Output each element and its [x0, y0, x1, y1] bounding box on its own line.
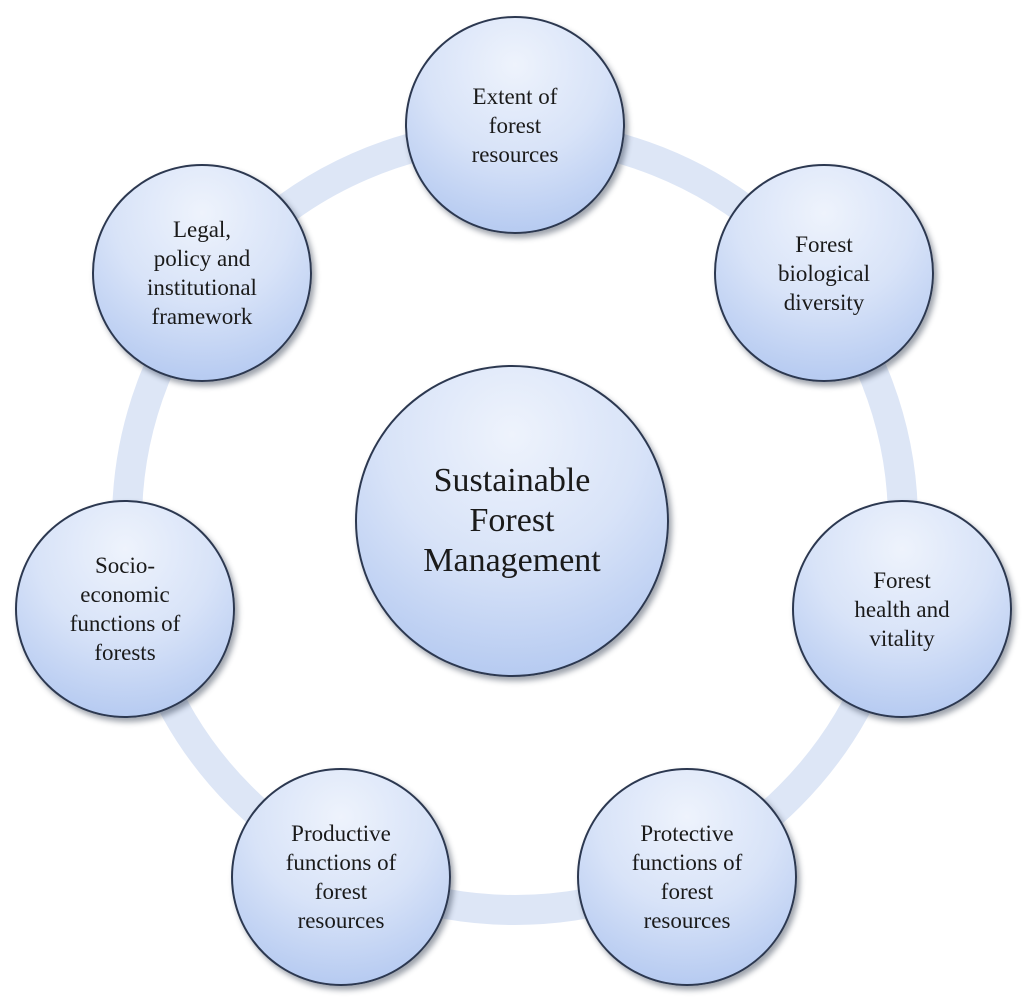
center-node-label: Sustainable Forest Management — [423, 462, 601, 579]
node-label: Productive functions of forest resources — [285, 821, 397, 933]
node-label: Protective functions of forest resources — [631, 821, 743, 933]
node-protective-functions: Protective functions of forest resources — [577, 768, 797, 986]
node-extent-of-forest-resources: Extent of forest resources — [405, 16, 625, 234]
node-productive-functions: Productive functions of forest resources — [231, 768, 451, 986]
node-label: Extent of forest resources — [471, 83, 559, 167]
node-legal-policy-institutional-framework: Legal, policy and institutional framewor… — [92, 164, 312, 382]
node-label: Legal, policy and institutional framewor… — [147, 217, 257, 329]
node-label: Socio- economic functions of forests — [69, 553, 181, 665]
center-node-sustainable-forest-management: Sustainable Forest Management — [355, 365, 669, 677]
node-forest-health-and-vitality: Forest health and vitality — [792, 500, 1012, 718]
node-label: Forest biological diversity — [778, 231, 870, 315]
node-label: Forest health and vitality — [854, 567, 950, 651]
node-socio-economic-functions: Socio- economic functions of forests — [15, 500, 235, 718]
node-forest-biological-diversity: Forest biological diversity — [714, 164, 934, 382]
